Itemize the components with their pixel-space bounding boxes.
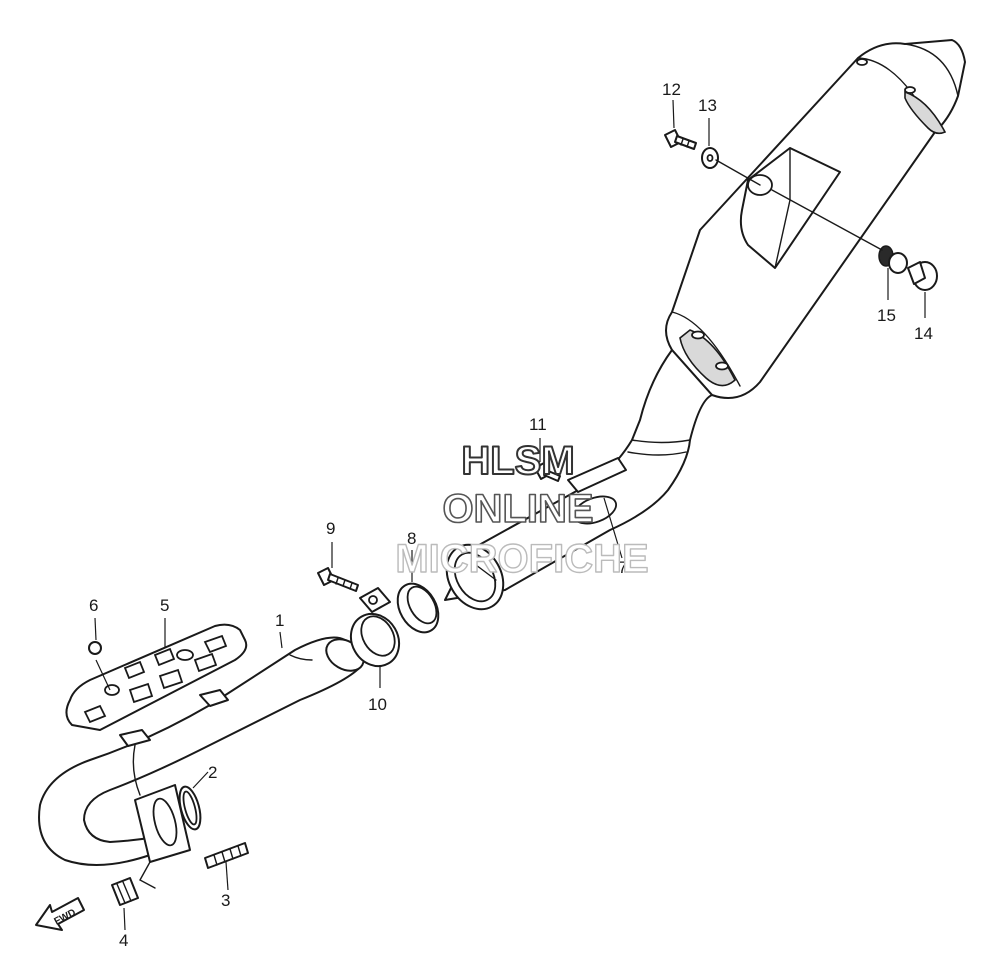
callout-6: 6	[89, 596, 98, 615]
callouts: 1 2 3 4 5 6 7 8 9 10 11 12 13 14 15	[89, 80, 933, 950]
callout-12: 12	[662, 80, 681, 99]
watermark-line-3: MICROFICHE	[395, 537, 648, 581]
nut	[111, 877, 139, 906]
pipe-gasket	[396, 582, 440, 634]
callout-4: 4	[119, 931, 128, 950]
watermark: HLSM ONLINE MICROFICHE	[395, 438, 650, 582]
bolt-upper	[664, 129, 697, 150]
callout-1: 1	[275, 611, 284, 630]
grommet	[878, 245, 908, 274]
callout-10: 10	[368, 695, 387, 714]
callout-7: 7	[618, 558, 627, 577]
clamp	[349, 587, 401, 668]
callout-8: 8	[407, 529, 416, 548]
muffler-body	[665, 39, 966, 399]
callout-14: 14	[914, 324, 933, 343]
exhaust-pipe	[38, 636, 365, 889]
stud-bolt	[204, 842, 249, 869]
callout-3: 3	[221, 891, 230, 910]
callout-9: 9	[326, 519, 335, 538]
watermark-line-1: HLSM	[461, 439, 574, 483]
callout-2: 2	[208, 763, 217, 782]
callout-15: 15	[877, 306, 896, 325]
callout-11: 11	[529, 415, 547, 434]
washer	[701, 147, 719, 169]
heat-shield	[65, 623, 248, 731]
collar-bolt	[907, 261, 938, 291]
watermark-line-2: ONLINE	[442, 487, 593, 531]
bolt	[317, 567, 359, 592]
mount-axis-line	[715, 159, 883, 251]
washer-nut	[88, 641, 102, 655]
muffler-tube	[444, 349, 713, 611]
forward-arrow-icon: FWD	[35, 897, 85, 931]
bolt-small	[534, 462, 561, 482]
callout-13: 13	[698, 96, 717, 115]
callout-5: 5	[160, 596, 169, 615]
leader-lines	[94, 99, 926, 931]
